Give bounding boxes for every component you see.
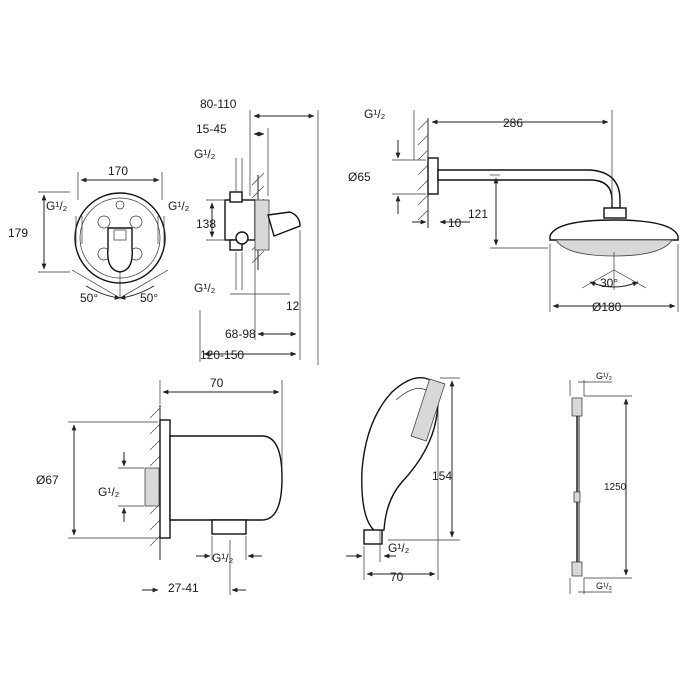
outlet-diameter-label: Ø67 xyxy=(36,473,59,487)
mixer-width-label: 170 xyxy=(108,164,128,178)
mixer-side-view xyxy=(199,110,319,365)
outlet-thread-in-label: G¹/₂ xyxy=(98,485,120,499)
side-range-a-label: 68-98 xyxy=(225,327,256,341)
side-range-b-label: 120-150 xyxy=(200,348,244,362)
head-arm-length-label: 286 xyxy=(503,116,523,130)
mixer-thread-right-label: G¹/₂ xyxy=(168,199,190,213)
hose-length-label: 1250 xyxy=(604,482,627,493)
head-thread-label: G¹/₂ xyxy=(364,107,386,121)
hose-view xyxy=(569,380,632,594)
hand-shower-view xyxy=(346,377,460,580)
shower-head-view xyxy=(392,110,679,312)
hose-thread-top-label: G¹/₂ xyxy=(596,371,612,381)
head-tilt-label: 30° xyxy=(600,276,618,290)
mixer-front-view xyxy=(38,172,169,300)
outlet-depth-range-label: 27-41 xyxy=(168,581,199,595)
outlet-thread-out-label: G¹/₂ xyxy=(212,551,234,565)
head-drop-label: 121 xyxy=(468,207,488,221)
mixer-angle-left-label: 50° xyxy=(80,291,98,305)
hand-shower-width-label: 70 xyxy=(390,570,404,584)
head-flange-depth-label: 10 xyxy=(448,216,462,230)
mixer-thread-left-label: G¹/₂ xyxy=(46,199,68,213)
side-height-inner-label: 138 xyxy=(196,217,216,231)
head-diameter-label: Ø180 xyxy=(592,300,622,314)
hand-shower-height-label: 154 xyxy=(432,469,452,483)
side-thread-top-label: G¹/₂ xyxy=(194,147,216,161)
mixer-angle-right-label: 50° xyxy=(140,291,158,305)
side-depth-inner-label: 15-45 xyxy=(196,122,227,136)
outlet-length-label: 70 xyxy=(210,376,224,390)
wall-outlet-view xyxy=(68,380,283,595)
hose-thread-bottom-label: G¹/₂ xyxy=(596,581,612,591)
side-lever-offset-label: 12 xyxy=(286,299,300,313)
side-thread-bottom-label: G¹/₂ xyxy=(194,281,216,295)
hand-shower-thread-label: G¹/₂ xyxy=(388,541,410,555)
head-flange-diameter-label: Ø65 xyxy=(348,170,371,184)
side-depth-total-label: 80-110 xyxy=(200,97,237,111)
mixer-height-label: 179 xyxy=(8,226,28,240)
